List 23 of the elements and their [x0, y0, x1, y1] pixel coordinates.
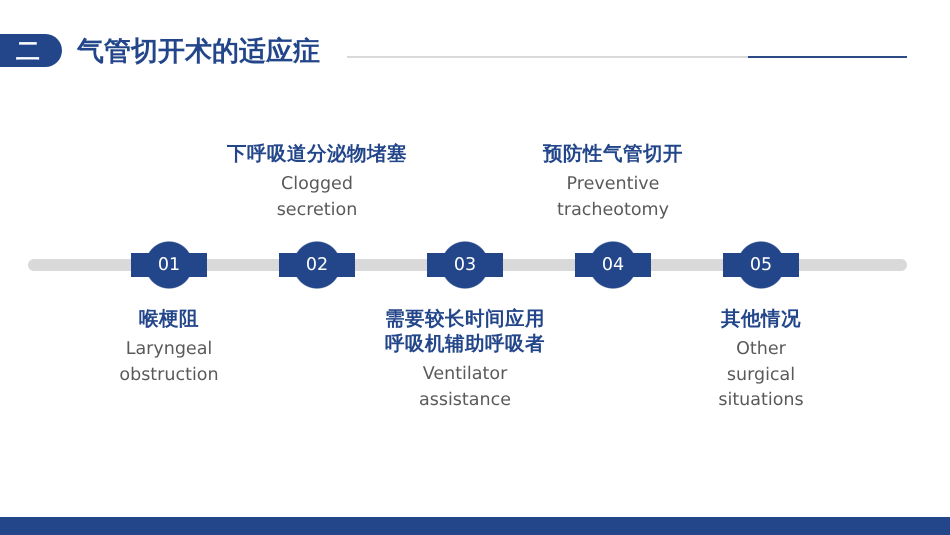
step-marker: 05 — [723, 241, 799, 289]
timeline-track — [207, 259, 279, 271]
step-description: Clogged secretion — [276, 173, 358, 222]
step-title: 预防性气管切开 — [543, 141, 683, 166]
timeline-track — [28, 259, 131, 271]
step-description: Other surgical situations — [717, 338, 805, 412]
step-description: Ventilator assistance — [418, 363, 512, 412]
slide-title: 气管切开术的适应症 — [77, 35, 320, 69]
timeline-track — [651, 259, 723, 271]
timeline-track — [355, 259, 427, 271]
step-marker: 04 — [575, 241, 651, 289]
step-marker: 01 — [131, 241, 207, 289]
step-marker: 03 — [427, 241, 503, 289]
timeline-track — [799, 259, 907, 271]
section-number-tab: 二 — [0, 34, 62, 67]
step-title: 其他情况 — [721, 306, 801, 331]
timeline-track — [503, 259, 575, 271]
step-description: Preventive tracheotomy — [556, 173, 670, 222]
step-title: 喉梗阻 — [139, 306, 199, 331]
step-description: Laryngeal obstruction — [118, 338, 220, 386]
step-title: 需要较长时间应用呼吸机辅助呼吸者 — [384, 306, 546, 356]
step-marker: 02 — [279, 241, 355, 289]
step-title: 下呼吸道分泌物堵塞 — [227, 141, 407, 166]
